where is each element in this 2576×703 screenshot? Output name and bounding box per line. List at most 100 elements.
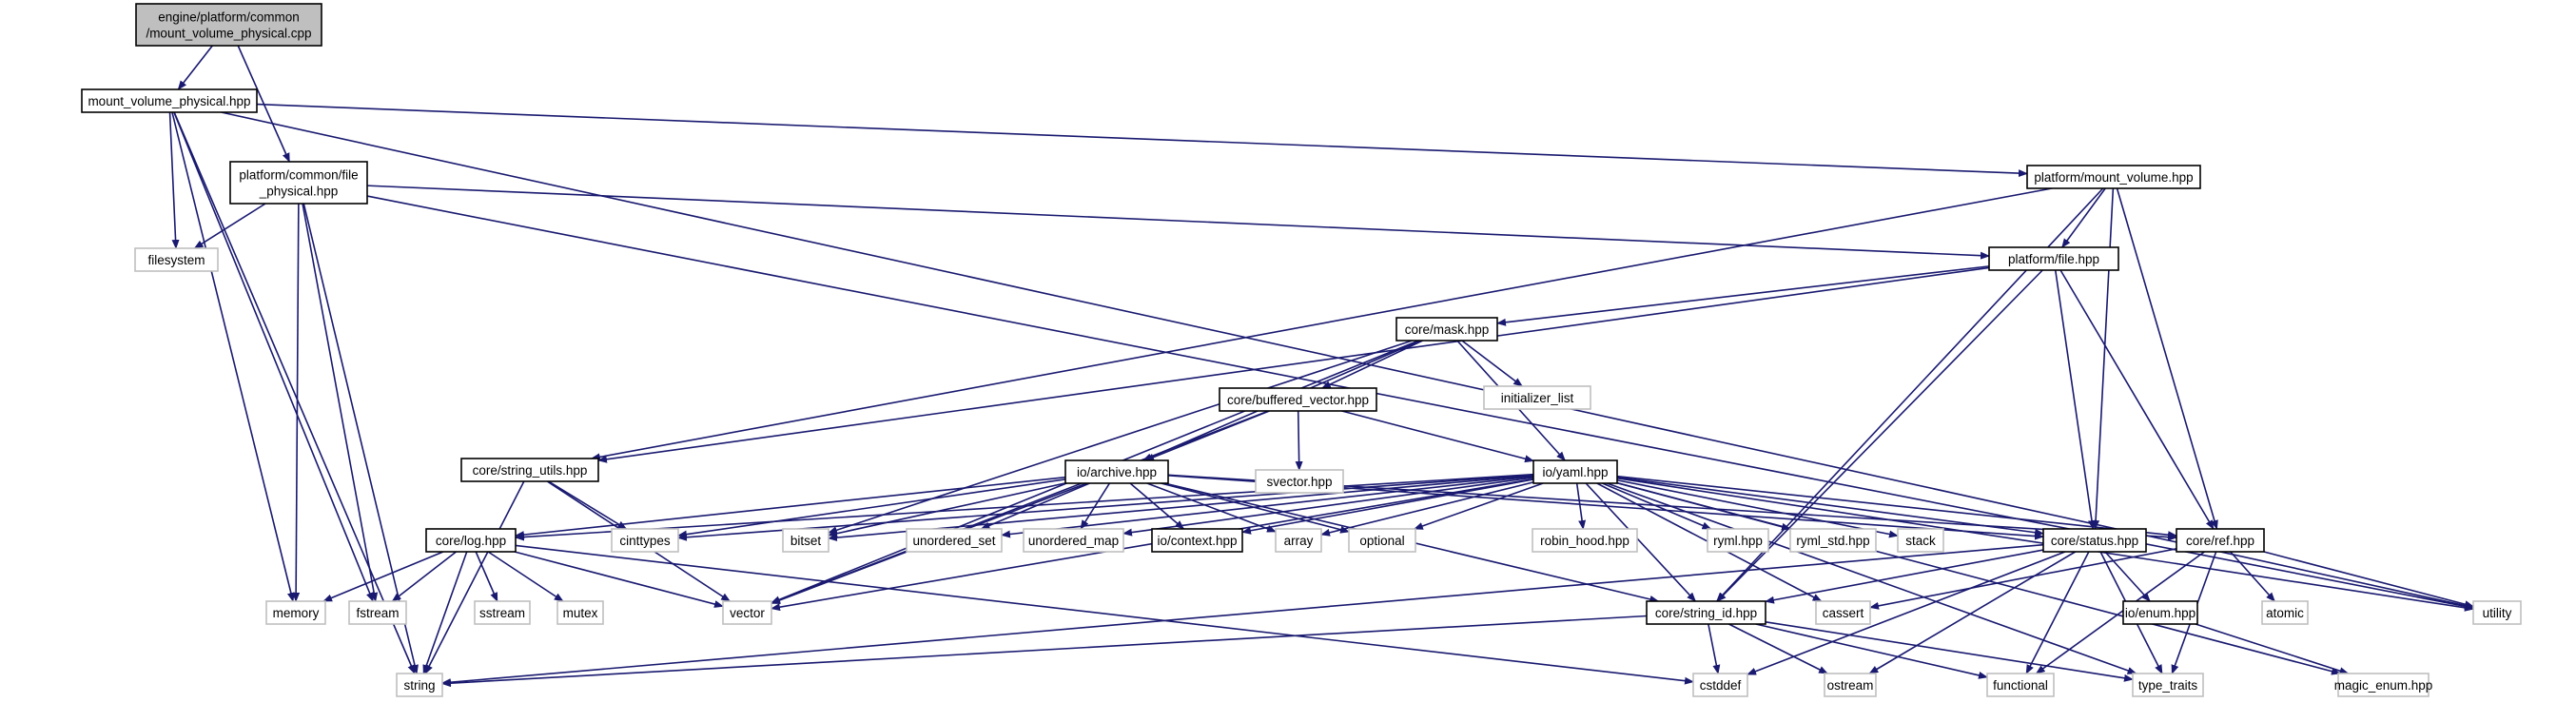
node-layer: engine/platform/common/mount_volume_phys…: [81, 3, 2522, 697]
node-root[interactable]: engine/platform/common/mount_volume_phys…: [135, 3, 322, 47]
node-box: [1532, 528, 1638, 553]
node-stack: stack: [1897, 528, 1944, 553]
node-box: [1824, 673, 1877, 697]
node-box: [2472, 600, 2522, 625]
edge-mask-to-bv: [1320, 340, 1423, 389]
node-opt: optional: [1348, 528, 1416, 553]
node-box: [1483, 385, 1591, 410]
edge-yaml-to-log: [515, 473, 1534, 541]
node-box: [1815, 600, 1871, 625]
edge-yaml-to-ctx: [1241, 478, 1534, 535]
node-label: unordered_map: [1028, 534, 1119, 548]
node-box: [2176, 528, 2265, 553]
edge-mask-to-bitset: [828, 340, 1413, 535]
node-yaml[interactable]: io/yaml.hpp: [1532, 459, 1618, 484]
edge-yaml-to-array: [1320, 481, 1534, 537]
edge-arch-to-uset: [980, 482, 1090, 530]
node-label: ryml_std.hpp: [1796, 534, 1869, 548]
node-box: [722, 600, 772, 625]
node-box: [265, 600, 326, 625]
edge-mvp-to-pmv: [256, 103, 2028, 178]
edge-fp-to-pf: [366, 185, 1990, 260]
node-label: svector.hpp: [1266, 475, 1332, 489]
edge-status-to-cstddef: [1747, 551, 2066, 675]
node-status[interactable]: core/status.hpp: [2042, 528, 2147, 553]
node-box: [2122, 600, 2198, 625]
edge-sid-to-string: [441, 615, 1648, 688]
node-fp[interactable]: platform/common/file_physical.hpp: [229, 161, 368, 205]
node-label: io/yaml.hpp: [1542, 465, 1608, 479]
node-box: [1348, 528, 1416, 553]
node-ref[interactable]: core/ref.hpp: [2176, 528, 2265, 553]
node-label: ostream: [1827, 678, 1874, 693]
node-box: [556, 600, 604, 625]
node-label: core/ref.hpp: [2186, 534, 2254, 548]
node-label: platform/file.hpp: [2008, 252, 2099, 266]
node-box: [1151, 528, 1243, 553]
edge-yaml-to-tt: [1607, 482, 2137, 674]
edge-arch-to-cint: [677, 478, 1066, 538]
node-label: io/context.hpp: [1157, 534, 1237, 548]
node-umap: unordered_map: [1023, 528, 1124, 553]
node-sid[interactable]: core/string_id.hpp: [1646, 600, 1766, 625]
edge-pf-to-status: [2054, 269, 2096, 530]
node-box: [1023, 528, 1124, 553]
edge-log-to-memory: [322, 551, 444, 602]
node-label: type_traits: [2138, 678, 2198, 693]
node-svec: svector.hpp: [1255, 469, 1344, 494]
edge-pmv-to-status: [2092, 187, 2115, 530]
node-label: core/mask.hpp: [1405, 322, 1490, 337]
node-bv[interactable]: core/buffered_vector.hpp: [1219, 387, 1377, 412]
edge-arch-to-array: [1146, 482, 1277, 533]
node-label: optional: [1359, 534, 1404, 548]
node-label: mutex: [563, 606, 598, 620]
edge-log-to-vector: [514, 551, 724, 608]
edge-yaml-to-cint: [677, 474, 1534, 541]
node-utility: utility: [2472, 600, 2522, 625]
node-label: core/string_utils.hpp: [473, 463, 588, 478]
node-pmv[interactable]: platform/mount_volume.hpp: [2026, 165, 2201, 189]
node-cassert: cassert: [1815, 600, 1871, 625]
edge-mvp-to-fs: [168, 111, 180, 249]
node-mvp[interactable]: mount_volume_physical.hpp: [81, 88, 258, 113]
edge-status-to-ostream: [1868, 551, 2077, 674]
edge-pmv-to-su: [590, 187, 2053, 461]
edge-bv-to-yaml: [1341, 410, 1534, 463]
node-label: atomic: [2266, 606, 2304, 620]
node-box: [2261, 600, 2309, 625]
node-label: cinttypes: [619, 534, 671, 548]
node-pf[interactable]: platform/file.hpp: [1988, 246, 2119, 271]
edge-pf-to-su: [597, 266, 1990, 463]
node-sstream: sstream: [474, 600, 531, 625]
node-arch[interactable]: io/archive.hpp: [1064, 459, 1169, 484]
node-label: unordered_set: [912, 534, 995, 548]
node-enum[interactable]: io/enum.hpp: [2122, 600, 2198, 625]
node-label: filesystem: [147, 253, 205, 267]
edge-log-to-sstream: [475, 551, 498, 602]
edge-yaml-to-sid: [1585, 482, 1697, 602]
node-box: [2042, 528, 2147, 553]
edge-sid-to-tt: [1765, 620, 2134, 682]
edge-mvp-to-memory: [171, 111, 295, 602]
node-mask[interactable]: core/mask.hpp: [1395, 317, 1498, 342]
node-label: core/log.hpp: [436, 534, 506, 548]
node-box: [134, 247, 219, 272]
node-label: core/string_id.hpp: [1655, 606, 1757, 620]
node-ryml: ryml.hpp: [1707, 528, 1769, 553]
node-box: [782, 528, 829, 553]
node-ctx[interactable]: io/context.hpp: [1151, 528, 1243, 553]
node-cstddef: cstddef: [1692, 673, 1748, 697]
edge-ref-to-utility: [2263, 551, 2474, 609]
node-functional: functional: [1986, 673, 2055, 697]
edge-pf-to-sid: [1716, 269, 2043, 602]
node-log[interactable]: core/log.hpp: [425, 528, 517, 553]
edge-arch-to-bitset: [828, 482, 1066, 537]
node-box: [425, 528, 517, 553]
node-su[interactable]: core/string_utils.hpp: [460, 458, 599, 482]
node-box: [1789, 528, 1877, 553]
node-box: [1986, 673, 2055, 697]
node-label: _physical.hpp: [259, 185, 339, 199]
edge-fp-to-fstream: [302, 203, 379, 602]
edge-pf-to-ref: [2059, 269, 2215, 530]
edge-yaml-to-status: [1616, 477, 2044, 537]
